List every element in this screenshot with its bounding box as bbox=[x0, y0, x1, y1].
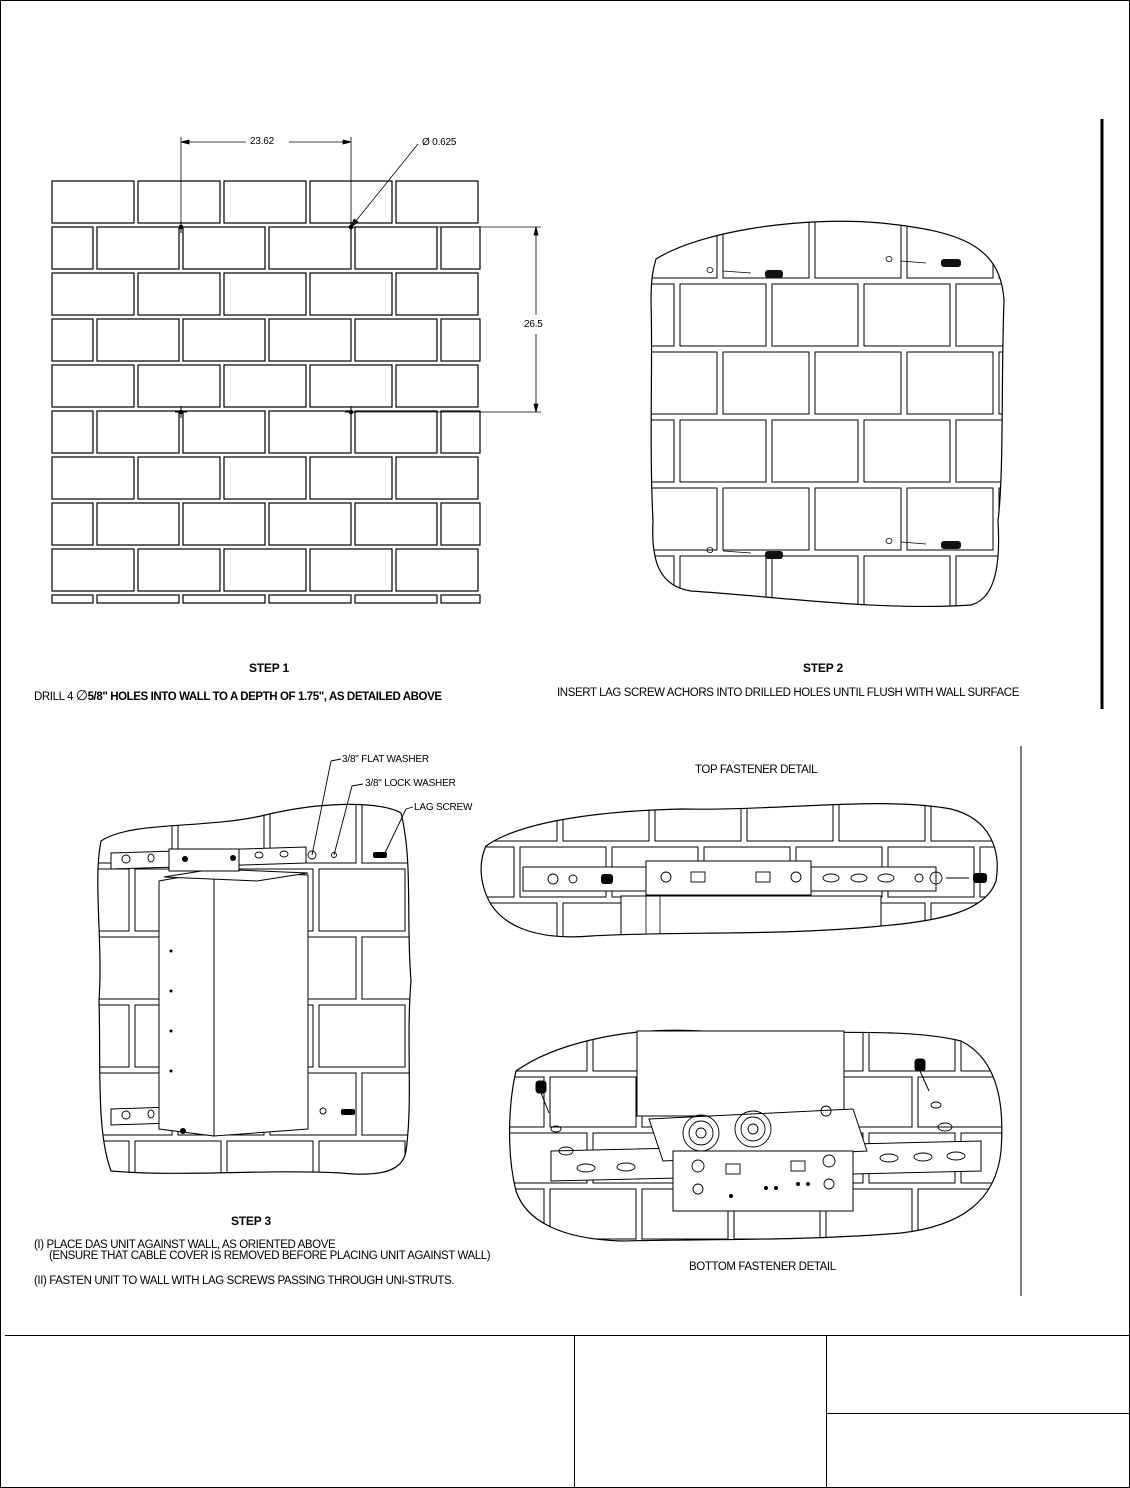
title-block-top-border bbox=[5, 1335, 1129, 1336]
step2-caption: INSERT LAG SCREW ACHORS INTO DRILLED HOL… bbox=[557, 687, 1019, 699]
bottom-fastener-detail-label: BOTTOM FASTENER DETAIL bbox=[689, 1261, 836, 1273]
step3-instruction-1: (I) PLACE DAS UNIT AGAINST WALL, AS ORIE… bbox=[34, 1239, 336, 1251]
step3-instruction-1-note: (ENSURE THAT CABLE COVER IS REMOVED BEFO… bbox=[49, 1250, 491, 1262]
step1-caption: DRILL 4 ∅5/8" HOLES INTO WALL TO A DEPTH… bbox=[34, 687, 442, 704]
step3-title: STEP 3 bbox=[231, 1214, 271, 1228]
dimension-vertical: 26.5 bbox=[524, 319, 543, 330]
callout-flat-washer: 3/8" FLAT WASHER bbox=[342, 754, 429, 765]
title-block-divider-1 bbox=[574, 1335, 575, 1487]
step1-caption-lead: DRILL 4 bbox=[34, 691, 73, 703]
callout-lock-washer: 3/8" LOCK WASHER bbox=[365, 778, 456, 789]
step1-caption-bold: 5/8" HOLES INTO WALL TO A DEPTH OF 1.75"… bbox=[87, 691, 442, 703]
title-block-divider-3 bbox=[826, 1413, 1129, 1414]
diameter-symbol-icon: ∅ bbox=[75, 687, 88, 703]
callout-lag-screw: LAG SCREW bbox=[414, 802, 473, 813]
step2-title: STEP 2 bbox=[803, 661, 843, 675]
step3-instruction-2: (II) FASTEN UNIT TO WALL WITH LAG SCREWS… bbox=[34, 1275, 455, 1287]
dimension-hole-diameter: Ø 0.625 bbox=[422, 137, 457, 148]
top-fastener-detail-label: TOP FASTENER DETAIL bbox=[695, 764, 818, 776]
title-block-divider-2 bbox=[826, 1335, 827, 1487]
dimension-horizontal: 23.62 bbox=[250, 136, 275, 147]
step1-title: STEP 1 bbox=[249, 661, 289, 675]
